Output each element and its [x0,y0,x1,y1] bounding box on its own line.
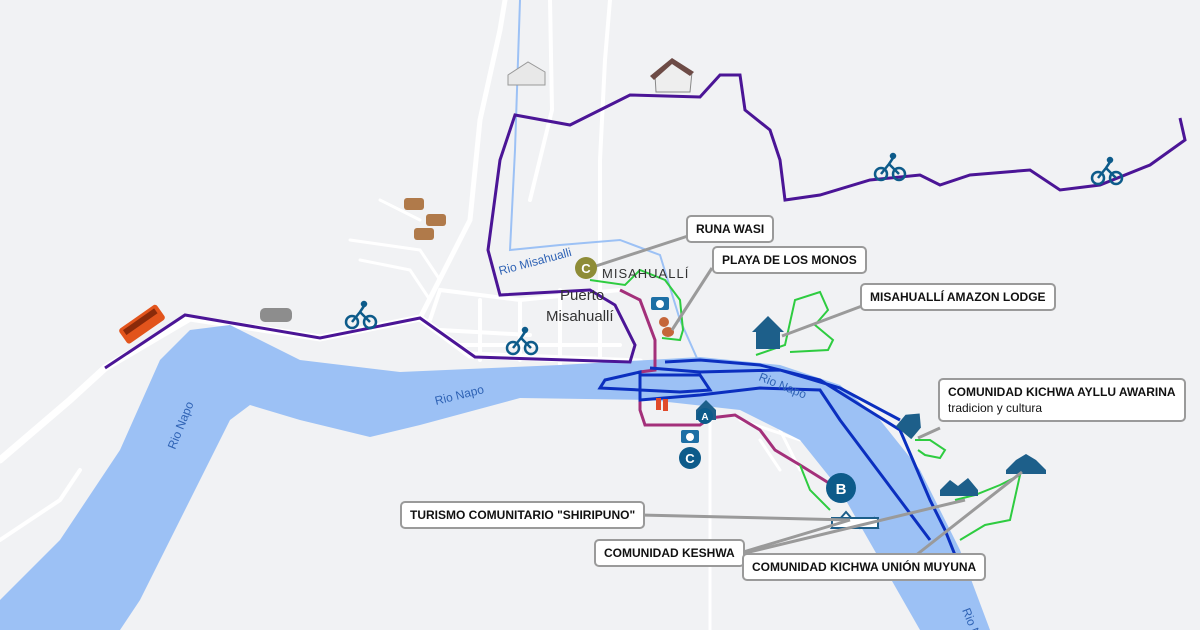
callout-playa-de-los-monos[interactable]: PLAYA DE LOS MONOS [712,246,867,274]
town-label-line2: Misahuallí [546,308,614,325]
callout-runa-wasi[interactable]: RUNA WASI [686,215,775,243]
callout-ayllu-awarina[interactable]: COMUNIDAD KICHWA AYLLU AWARINA tradicion… [938,378,1186,422]
cow-icon [404,198,446,240]
house-icon [507,58,694,93]
eco-lodge-icon [752,316,784,349]
green-trail-awarina [915,439,947,460]
callout-shiripuno[interactable]: TURISMO COMUNITARIO "SHIRIPUNO" [400,501,646,529]
callout-ayllu-title: COMUNIDAD KICHWA AYLLU AWARINA [948,385,1176,399]
bike-route [104,73,1187,370]
svg-text:C: C [685,451,695,466]
rio-misahualli-label: Rio Misahualli [497,245,573,278]
green-trail-lodge [755,290,835,356]
svg-text:C: C [581,261,591,276]
marker-b[interactable]: B [826,473,856,503]
town-label-line1: Puerto [560,287,604,304]
callout-ayllu-subtitle: tradicion y cultura [948,401,1043,415]
callout-leaders [595,234,1023,558]
marker-a[interactable]: A [697,408,713,424]
car-icon [260,308,292,322]
callout-keshwa[interactable]: COMUNIDAD KESHWA [594,539,745,567]
svg-text:A: A [701,412,708,423]
magenta-trail [619,288,851,497]
monkey-icon [659,317,674,337]
green-trail-runa-wasi [589,268,685,342]
marker-c-blue[interactable]: C [679,447,701,469]
callout-misahualli-amazon-lodge[interactable]: MISAHUALLÍ AMAZON LODGE [860,283,1056,311]
bicycle-icon [344,152,1124,356]
marker-c-olive[interactable]: C [575,257,597,279]
camera-icon [651,297,699,443]
hikers-icon [656,398,668,411]
boat-route [597,358,957,556]
callout-union-muyuna[interactable]: COMUNIDAD KICHWA UNIÓN MUYUNA [742,553,987,581]
rio-napo-river [0,325,990,630]
bus-icon [119,304,165,344]
town-label-caps: MISAHUALLÍ [602,266,689,281]
svg-text:B: B [836,481,847,498]
rio-misahualli-stream [508,0,701,366]
